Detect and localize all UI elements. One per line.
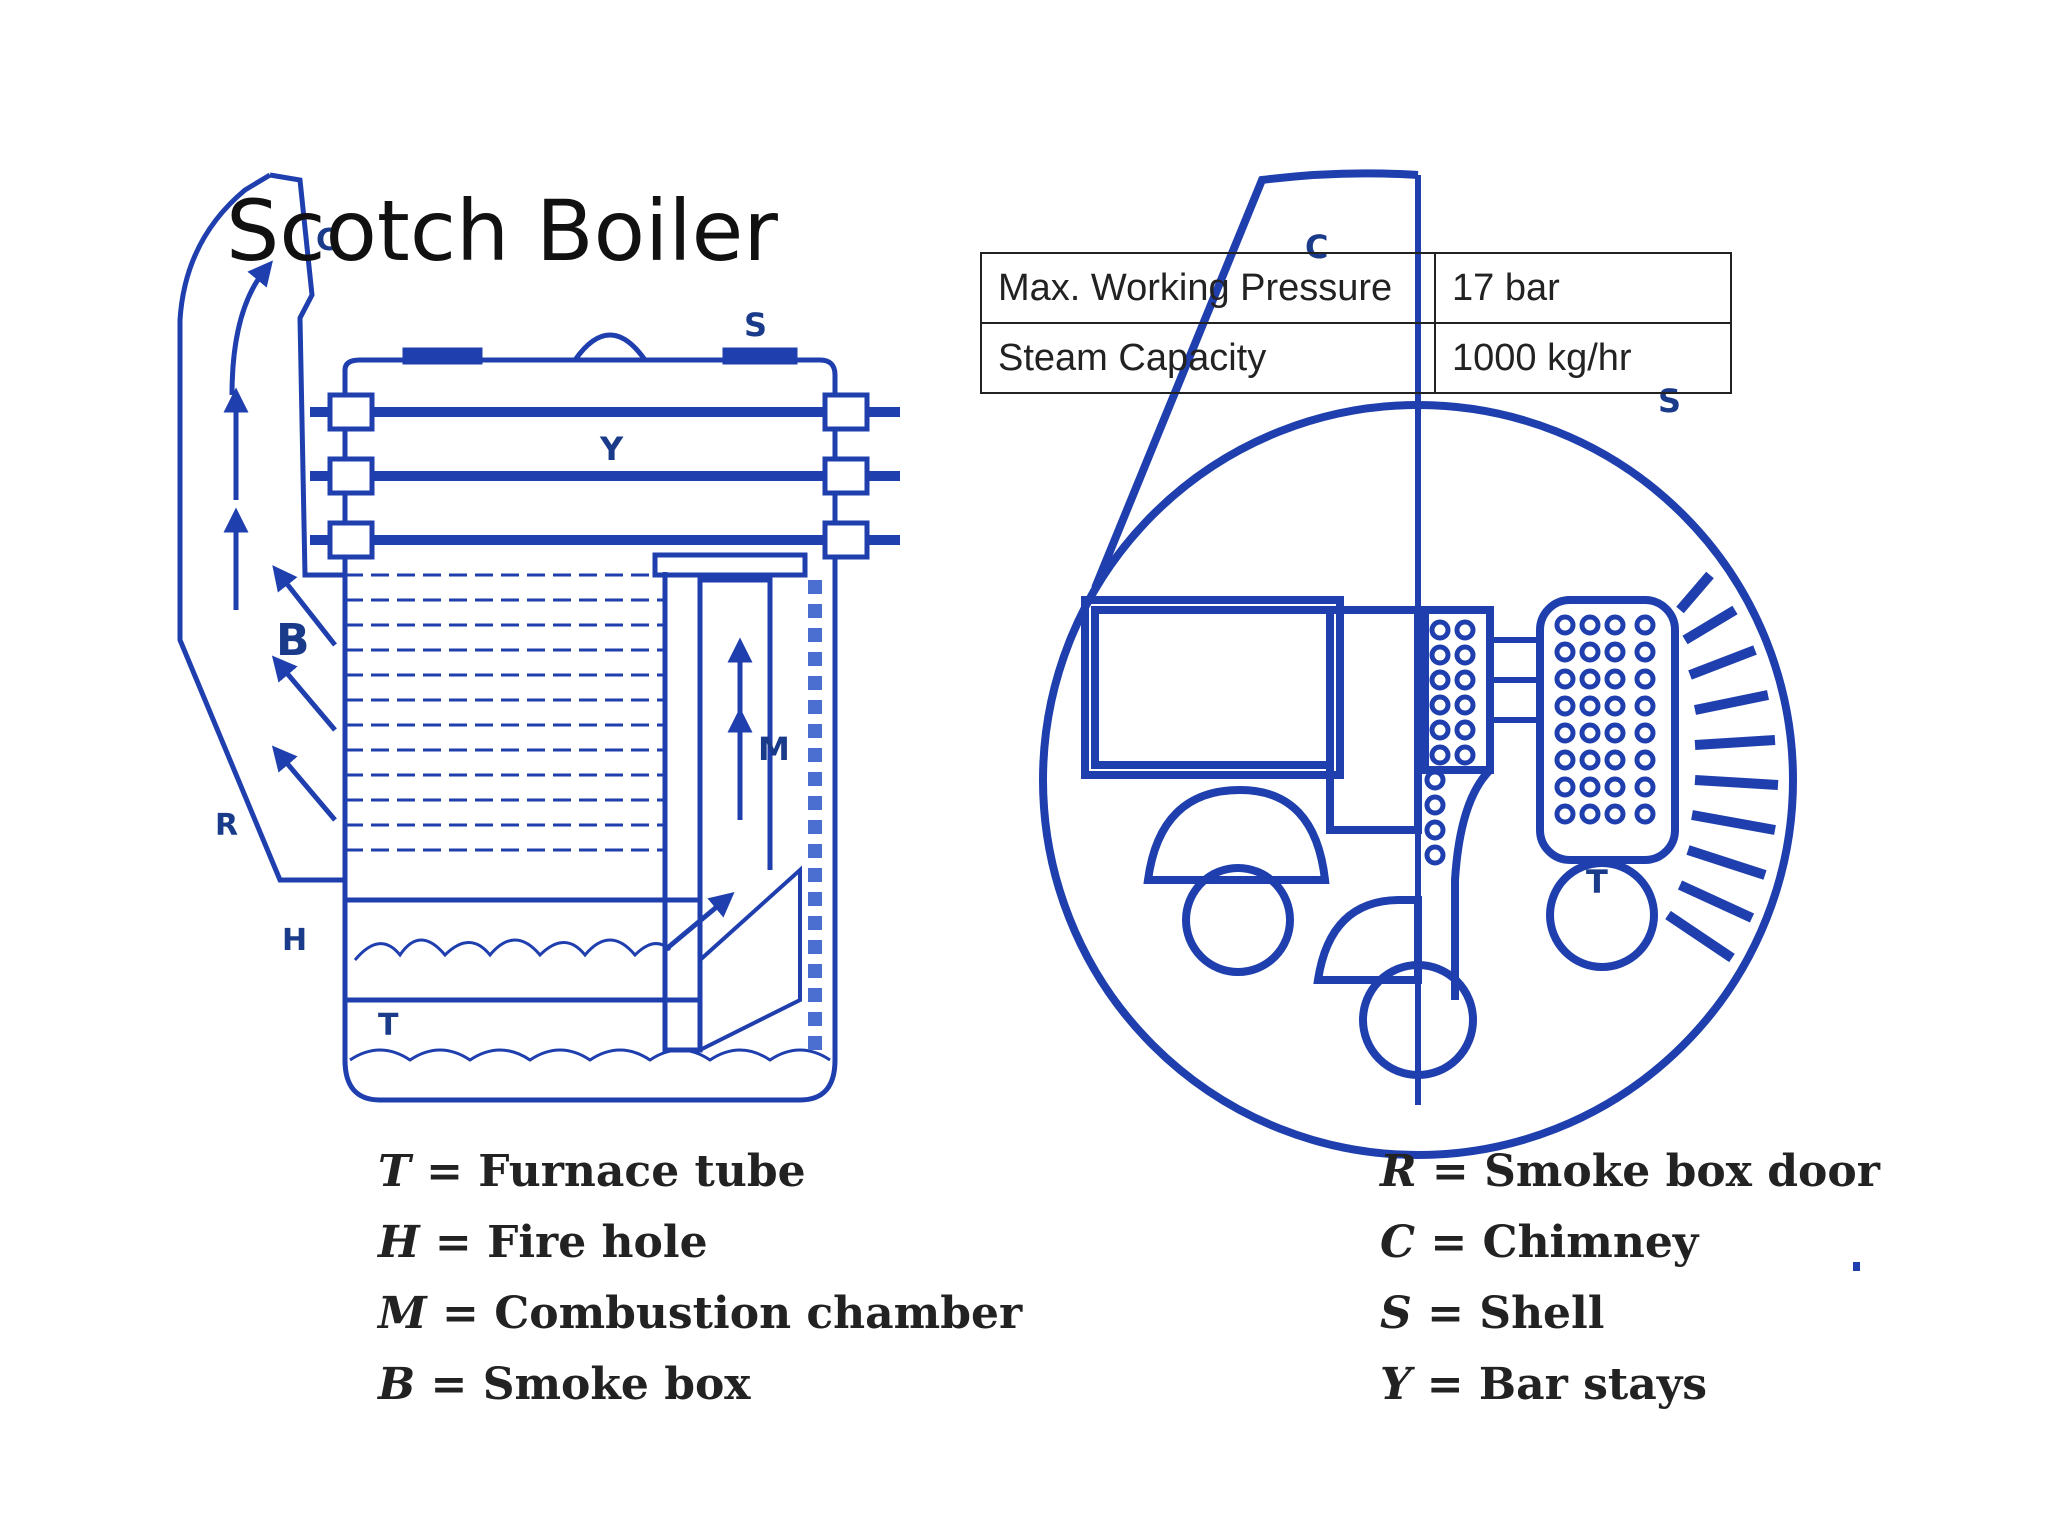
side-chimney-inner [269, 172, 345, 578]
legend-text: = Shell [1427, 1288, 1605, 1339]
side-view [177, 172, 900, 1103]
legend-symbol: C [1380, 1217, 1416, 1268]
legend-item: T = Furnace tube [378, 1136, 1022, 1207]
label-side-s: S [744, 306, 767, 344]
page-title: Scotch Boiler [226, 182, 778, 280]
spec-row: Steam Capacity 1000 kg/hr [980, 322, 1732, 394]
legend-symbol: T [378, 1146, 411, 1197]
legend-item: C = Chimney [1380, 1207, 1880, 1278]
legend-right: R = Smoke box door C = Chimney S = Shell… [1380, 1136, 1880, 1420]
label-side-h: H [282, 923, 307, 958]
legend-item: B = Smoke box [378, 1349, 1022, 1420]
combustion-chamber [662, 572, 773, 1053]
legend-symbol: H [378, 1217, 420, 1268]
label-front-t: T [1586, 863, 1608, 901]
label-side-t: T [378, 1008, 399, 1043]
side-chimney-outline [177, 172, 345, 883]
front-tubes [1424, 614, 1656, 866]
label-side-m: M [758, 730, 790, 768]
front-radial-stays [1665, 571, 1779, 963]
legend-text: = Fire hole [434, 1217, 708, 1268]
legend-text: = Bar stays [1426, 1359, 1708, 1410]
label-side-c: C [316, 223, 338, 258]
side-view-labels: C S Y B M R H T [215, 223, 790, 1043]
legend-symbol: S [1380, 1288, 1412, 1339]
legend-item: M = Combustion chamber [378, 1278, 1022, 1349]
stray-mark [1853, 1262, 1860, 1271]
legend-item: H = Fire hole [378, 1207, 1022, 1278]
side-shell [342, 357, 838, 1103]
legend-text: = Furnace tube [426, 1146, 806, 1197]
fire-tube-bank [345, 573, 665, 852]
spec-label: Steam Capacity [980, 322, 1436, 394]
furnace-tube [345, 897, 703, 1003]
legend-item: S = Shell [1380, 1278, 1880, 1349]
label-side-r: R [215, 808, 238, 843]
legend-text: = Combustion chamber [442, 1288, 1023, 1339]
legend-text: = Chimney [1430, 1217, 1699, 1268]
legend-item: R = Smoke box door [1380, 1136, 1880, 1207]
front-chimney [1091, 169, 1419, 590]
legend-symbol: M [378, 1288, 427, 1339]
spec-label: Max. Working Pressure [980, 252, 1436, 324]
legend-symbol: Y [1380, 1359, 1412, 1410]
legend-symbol: B [378, 1359, 416, 1410]
label-side-y: Y [599, 430, 624, 468]
spec-value: 17 bar [1434, 252, 1732, 324]
spec-row: Max. Working Pressure 17 bar [980, 252, 1732, 324]
legend-text: = Smoke box door [1431, 1146, 1880, 1197]
label-side-b: B [276, 615, 310, 666]
legend-symbol: R [1380, 1146, 1417, 1197]
legend-item: Y = Bar stays [1380, 1349, 1880, 1420]
legend-text: = Smoke box [430, 1359, 751, 1410]
legend-left: T = Furnace tube H = Fire hole M = Combu… [378, 1136, 1022, 1420]
bar-stays [310, 392, 900, 560]
spec-table: Max. Working Pressure 17 bar Steam Capac… [980, 252, 1732, 394]
spec-value: 1000 kg/hr [1434, 322, 1732, 394]
